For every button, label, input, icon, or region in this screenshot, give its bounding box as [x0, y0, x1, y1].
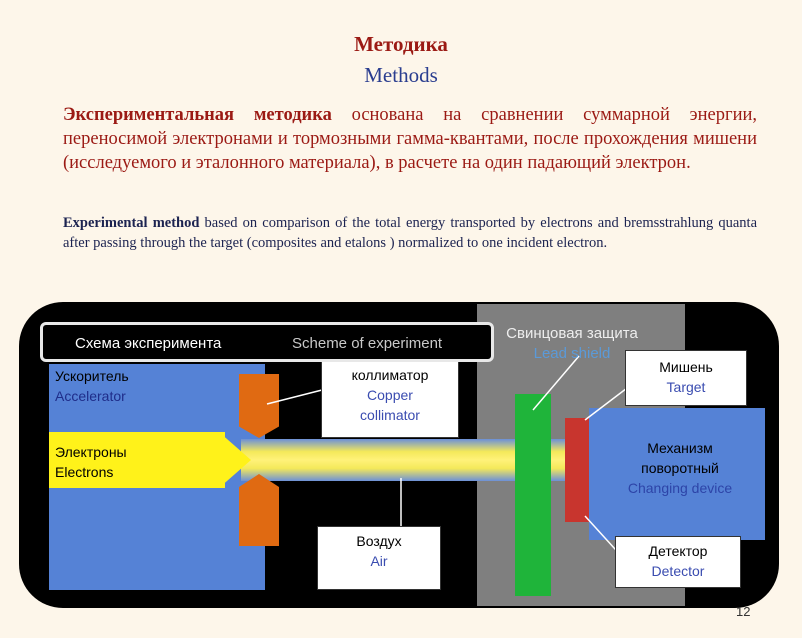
air-label-ru: Воздух: [356, 533, 402, 549]
paragraph-ru-bold: Экспериментальная методика: [63, 105, 332, 125]
air-label-en: Air: [370, 553, 388, 569]
title-ru: Методика: [354, 32, 448, 56]
scheme-header-ru: Схема эксперимента: [75, 335, 222, 352]
detector-label-en: Detector: [651, 563, 705, 579]
collimator-label-en2: collimator: [360, 407, 420, 423]
mechanism-label: Механизм поворотный Changing device: [605, 438, 755, 498]
paragraph-en-bold: Experimental method: [63, 215, 200, 231]
collimator-label-en1: Copper: [367, 387, 413, 403]
target-label-en: Target: [666, 379, 706, 395]
electrons-label-en: Electrons: [55, 464, 114, 480]
mechanism-label-en: Changing device: [627, 480, 733, 496]
detector-label: Детектор Detector: [615, 536, 741, 588]
shield-label-ru: Свинцовая защита: [506, 325, 638, 342]
scheme-header-en: Scheme of experiment: [292, 335, 443, 352]
mechanism-label-ru1: Механизм: [647, 440, 713, 456]
target-label-ru: Мишень: [659, 359, 713, 375]
paragraph-en: Experimental method based on comparison …: [63, 213, 757, 253]
page-number: 12: [736, 604, 751, 619]
paragraph-ru: Экспериментальная методика основана на с…: [63, 103, 757, 175]
changing-device-block: [589, 408, 765, 540]
mechanism-label-ru2: поворотный: [641, 460, 719, 476]
detector-label-ru: Детектор: [648, 543, 708, 559]
target-block: [565, 418, 589, 522]
target-label: Мишень Target: [625, 350, 747, 406]
collimator-bottom: [239, 474, 279, 546]
electrons-arrow: [219, 432, 251, 488]
shield-label-en: Lead shield: [533, 345, 611, 362]
collimator-leader-line: [266, 389, 323, 405]
air-label: Воздух Air: [317, 526, 441, 590]
accelerator-label-ru: Ускоритель: [55, 368, 129, 384]
collimator-label-ru: коллиматор: [351, 367, 429, 383]
collimator-label: коллиматор Copper collimator: [321, 360, 459, 438]
electrons-label: Электроны Electrons: [55, 442, 127, 482]
shield-leader-line: [532, 355, 580, 411]
experiment-scheme: Ускоритель Accelerator Электроны Electro…: [19, 302, 779, 608]
accelerator-label-en: Accelerator: [55, 388, 126, 404]
accelerator-label: Ускоритель Accelerator: [55, 366, 129, 406]
shield-label: Свинцовая защита Lead shield: [493, 324, 651, 364]
paragraph-ru-text: основана на сравнении суммарной энергии,…: [63, 105, 757, 173]
electrons-block: [49, 432, 225, 488]
electrons-label-ru: Электроны: [55, 444, 127, 460]
paragraph-en-text: based on comparison of the total energy …: [63, 215, 758, 251]
collimator-top: [239, 374, 279, 438]
scheme-header-bar: Схема эксперимента Scheme of experiment: [40, 322, 494, 362]
title-en: Methods: [364, 63, 438, 87]
green-block: [515, 394, 551, 596]
